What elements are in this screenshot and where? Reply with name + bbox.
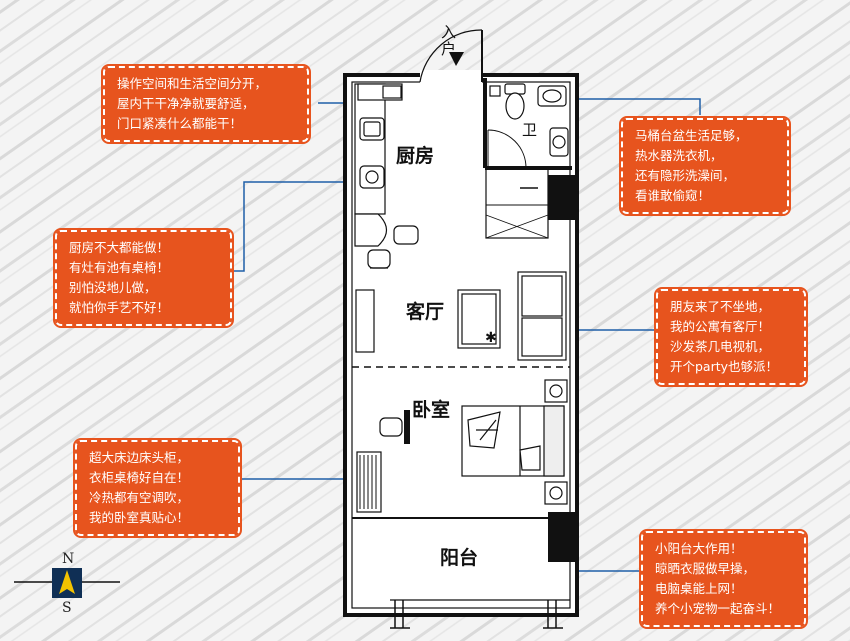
- compass-south: S: [62, 600, 72, 616]
- entrance-label: 入户: [439, 24, 457, 58]
- bedroom-furniture: [356, 379, 568, 513]
- callout-entry: 操作空间和生活空间分开，屋内干干净净就要舒适，门口紧凑什么都能干！: [101, 64, 311, 144]
- leader-line-bathroom: [533, 98, 701, 115]
- living-room-label: 客厅: [406, 300, 444, 323]
- north-arrow-icon: [59, 570, 75, 594]
- compass-north: N: [62, 551, 74, 567]
- bathroom-fixtures: [489, 83, 569, 157]
- callout-bedroom: 超大床边床头柜，衣柜桌椅好自在！冷热都有空调吹，我的卧室真贴心！: [73, 438, 242, 538]
- callout-balcony: 小阳台大作用！晾晒衣服做早操，电脑桌能上网！养个小宠物一起奋斗！: [639, 529, 808, 629]
- dining-set: [354, 213, 419, 269]
- bathroom-label: 卫: [522, 121, 537, 139]
- leader-line-kitchen: [232, 181, 408, 272]
- bedroom-label: 卧室: [412, 398, 450, 421]
- callout-bathroom: 马桶台盆生活足够，热水器洗衣机，还有隐形洗澡间，看谁敢偷窥！: [619, 116, 791, 216]
- kitchen-label: 厨房: [396, 144, 434, 167]
- svg-text:✱: ✱: [485, 330, 497, 346]
- callout-living: 朋友来了不坐地，我的公寓有客厅！沙发茶几电视机，开个party也够派！: [654, 287, 808, 387]
- balcony-label: 阳台: [440, 546, 478, 569]
- entry-arrow-icon: [449, 52, 464, 66]
- kitchen-counter: [354, 83, 403, 215]
- callout-kitchen: 厨房不大都能做！有灶有池有桌椅！别怕没地儿做，就怕你手艺不好！: [53, 228, 234, 328]
- living-furniture: ✱: [355, 271, 567, 361]
- compass: N S: [14, 551, 120, 616]
